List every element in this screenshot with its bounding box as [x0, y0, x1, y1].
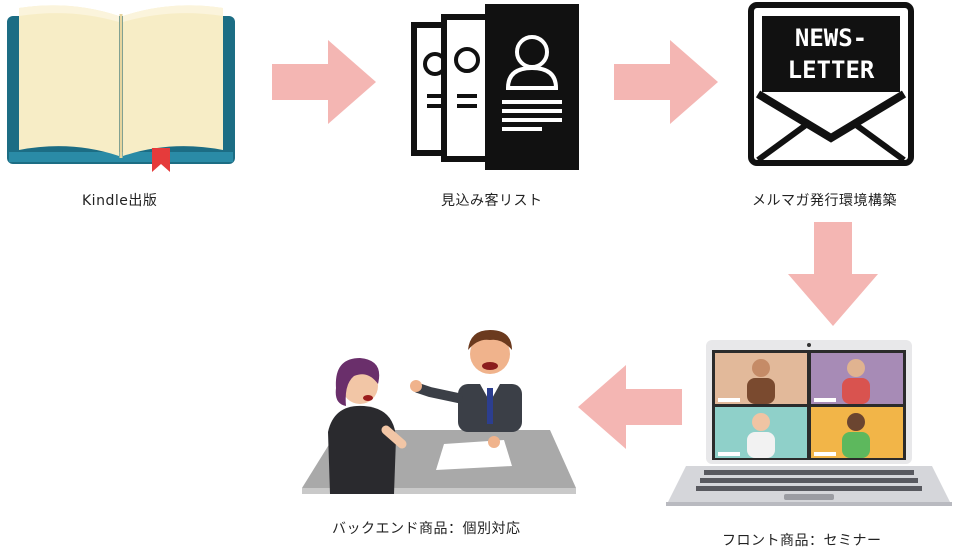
- step-kindle-label: Kindle出版: [82, 193, 158, 209]
- newsletter-text-letter: LETTER: [788, 56, 875, 84]
- step-newsletter-icon: NEWS- LETTER: [748, 2, 914, 168]
- arrow-right-1: [272, 40, 376, 124]
- arrow-left: [578, 365, 682, 449]
- step-front-label: フロント商品：セミナー: [722, 533, 882, 549]
- step-leads-label: 見込み客リスト: [441, 193, 543, 209]
- step-newsletter-label: メルマガ発行環境構築: [752, 193, 897, 209]
- step-kindle-icon: [5, 2, 237, 172]
- newsletter-text-news: NEWS-: [795, 24, 867, 52]
- step-leads-icon: [405, 2, 585, 172]
- arrow-right-2: [614, 40, 718, 124]
- step-backend-label: バックエンド商品：個別対応: [332, 521, 521, 537]
- step-front-icon: [666, 336, 952, 512]
- step-backend-icon: [298, 326, 580, 498]
- arrow-down: [788, 222, 878, 326]
